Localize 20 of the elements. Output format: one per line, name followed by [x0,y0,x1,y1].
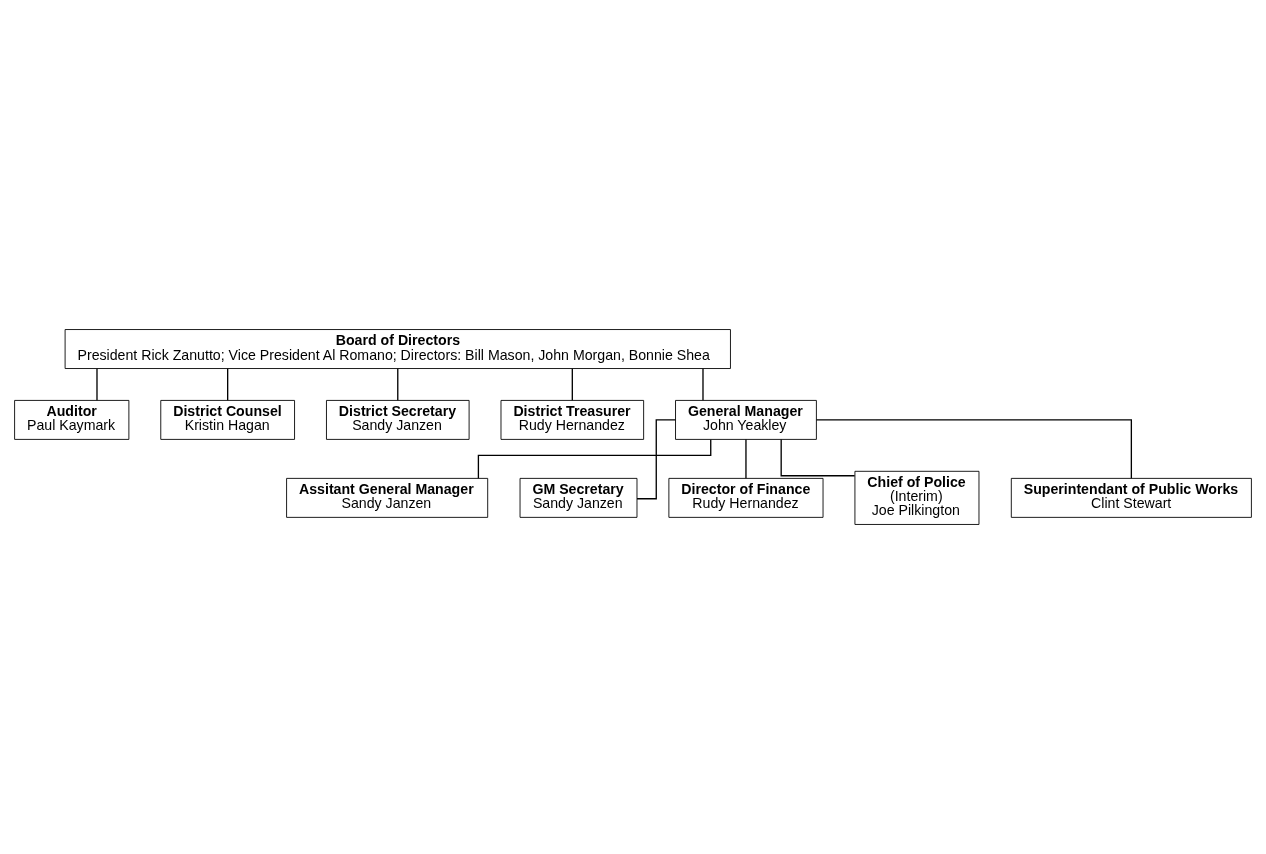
node-box: General Manager John Yeakley [675,399,817,440]
connector [815,419,1133,479]
node-box: Chief of Police (Interim) Joe Pilkington [854,470,980,525]
node-box: Board of Directors President Rick Zanutto; Vice President Al Romano; Directors: Bill Mason, John Morgan, Bonnie Shea [64,329,731,369]
node-box: Superintendant of Public Works Clint Stewart [1010,477,1252,518]
connector [702,368,704,401]
connector [571,368,573,401]
node-box: District Secretary Sandy Janzen [326,399,470,440]
node-box: District Counsel Kristin Hagan [160,399,295,440]
connector [96,368,98,401]
connector [780,438,856,477]
connector [745,438,747,479]
connector [397,368,399,401]
node-box: Director of Finance Rudy Hernandez [668,477,824,518]
node-box: Auditor Paul Kaymark [14,399,130,440]
node-box: GM Secretary Sandy Janzen [519,477,638,518]
connector [636,419,677,500]
node-box: District Treasurer Rudy Hernandez [500,399,645,440]
node-box: Assitant General Manager Sandy Janzen [286,477,489,518]
connector [227,368,229,401]
